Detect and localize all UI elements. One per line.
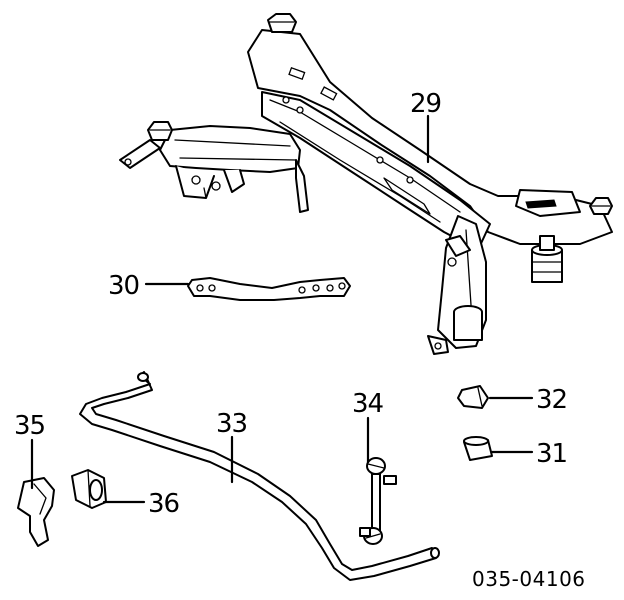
part-33-stabilizer-bar (79, 371, 440, 581)
callout-32: 32 (536, 385, 567, 415)
figure-code: 035-04106 (472, 567, 586, 591)
part-36-stabilizer-bushing (71, 469, 107, 509)
callout-30: 30 (108, 271, 139, 301)
callout-35: 35 (14, 411, 45, 441)
leader-lines (30, 114, 534, 504)
part-29-rear-subframe (119, 13, 613, 355)
callout-33: 33 (216, 409, 247, 439)
callout-31: 31 (536, 439, 567, 469)
callout-36: 36 (148, 489, 179, 519)
callout-29: 29 (410, 89, 441, 119)
part-30-bracket (187, 277, 351, 301)
callout-34: 34 (352, 389, 384, 419)
part-35-clamp (17, 477, 55, 547)
part-31-bushing (463, 436, 493, 461)
part-32-bushing-cap (457, 385, 489, 409)
part-34-stabilizer-link (359, 457, 397, 545)
